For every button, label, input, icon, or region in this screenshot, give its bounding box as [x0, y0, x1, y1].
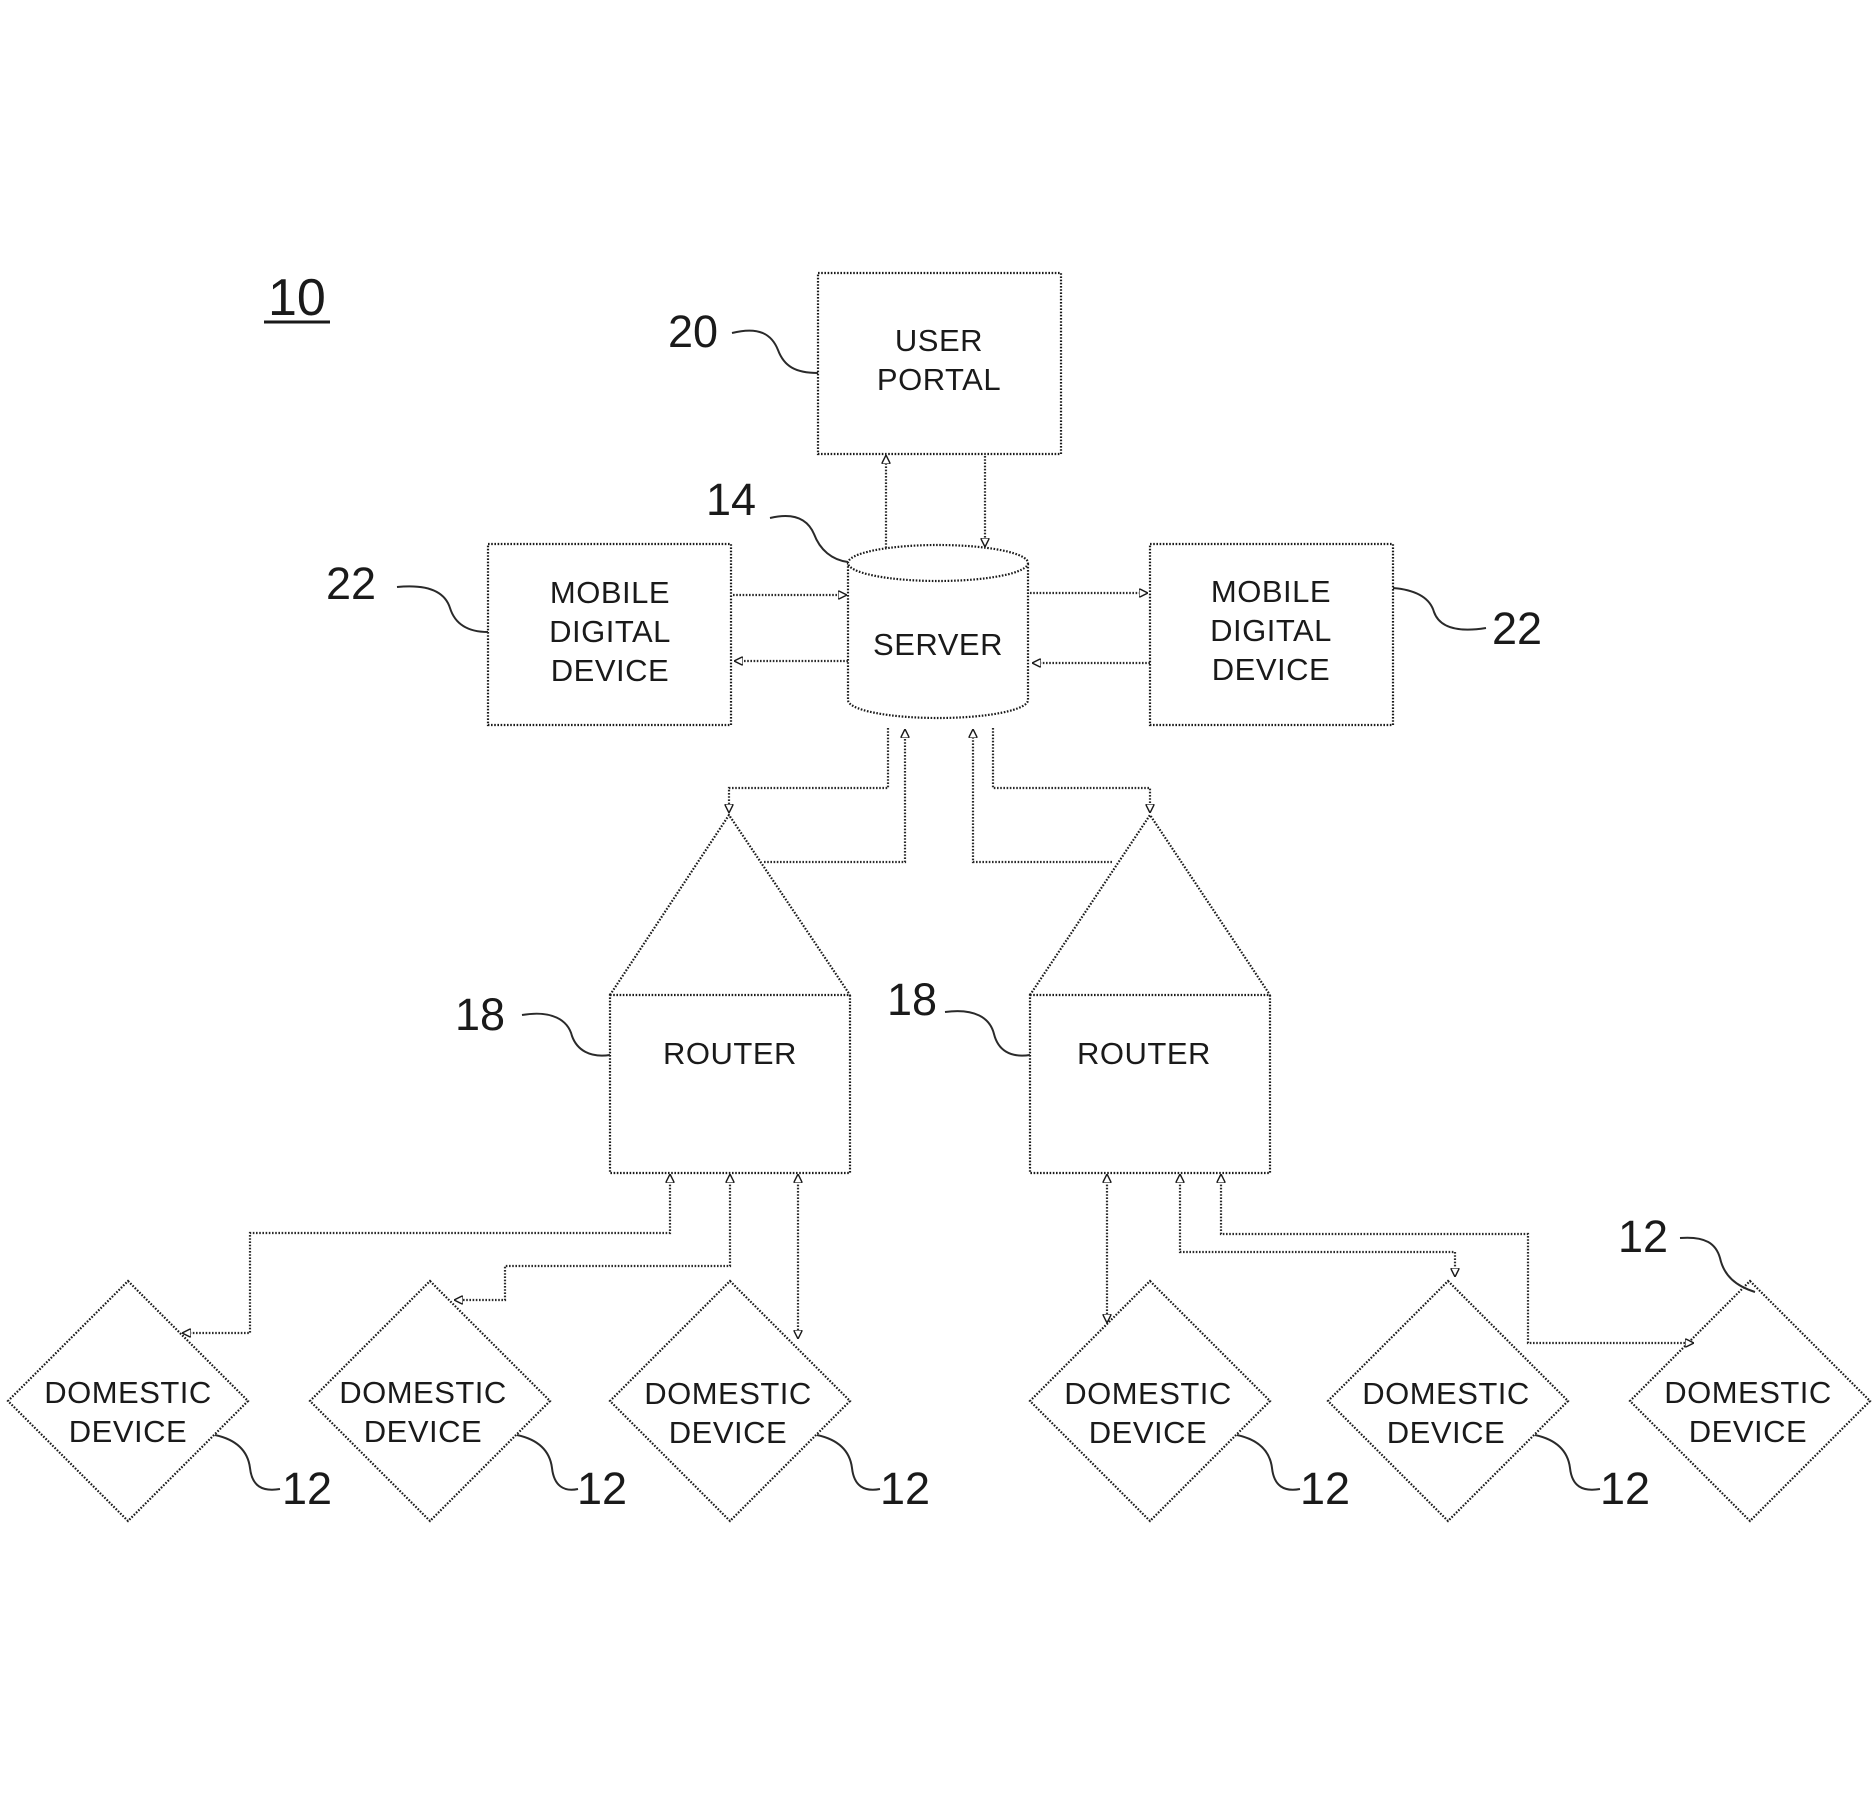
router-right-ref-number: 18 [887, 974, 937, 1025]
domestic-device-2-ref-number: 12 [577, 1463, 627, 1514]
user-portal-label-line1: USER [895, 323, 983, 358]
figure-number: 10 [268, 269, 326, 327]
domestic-device-2-line2: DEVICE [364, 1414, 482, 1449]
domestic-device-3: DOMESTIC DEVICE [608, 1279, 852, 1523]
router-right-box [1028, 993, 1272, 1175]
domestic-device-2-leader [516, 1434, 579, 1491]
mobile-device-left-ref-number: 22 [326, 558, 376, 609]
mobile-device-right-box [1148, 542, 1395, 727]
router-left-roof [609, 813, 851, 996]
domestic-device-3-line1: DOMESTIC [644, 1376, 812, 1411]
domestic-device-3-line2: DEVICE [669, 1415, 787, 1450]
router-right-roof [1029, 813, 1271, 996]
user-portal-box [816, 271, 1063, 456]
server-ref-number: 14 [706, 474, 756, 525]
domestic-device-1-ref-number: 12 [282, 1463, 332, 1514]
domestic-device-1: DOMESTIC DEVICE [6, 1279, 250, 1523]
mobile-device-left-box [486, 542, 733, 727]
router-left-to-device-2-link [455, 1175, 730, 1300]
server-to-router-right-link [991, 728, 1150, 812]
mobile-device-left-line2: DIGITAL [549, 614, 671, 649]
domestic-device-4: DOMESTIC DEVICE [1028, 1279, 1272, 1523]
domestic-device-6-leader [1679, 1236, 1756, 1293]
mobile-device-left-line3: DEVICE [551, 653, 669, 688]
domestic-device-6-line1: DOMESTIC [1664, 1375, 1832, 1410]
mobile-device-right-line3: DEVICE [1212, 652, 1330, 687]
mobile-device-left-leader [396, 585, 489, 633]
server-cylinder [846, 563, 1030, 720]
router-right-to-server-link [973, 730, 1112, 864]
mobile-device-right-line2: DIGITAL [1210, 613, 1332, 648]
server: SERVER [846, 543, 1030, 720]
router-right-to-device-5-link [1180, 1175, 1455, 1276]
domestic-device-5: DOMESTIC DEVICE [1326, 1279, 1570, 1523]
router-right-leader [944, 1010, 1031, 1057]
domestic-device-1-line1: DOMESTIC [44, 1375, 212, 1410]
router-left-box [608, 993, 852, 1175]
router-right-to-device-6-link [1221, 1175, 1693, 1343]
domestic-device-3-ref-number: 12 [880, 1463, 930, 1514]
server-leader [769, 515, 849, 563]
mobile-device-left: MOBILE DIGITAL DEVICE [486, 542, 733, 727]
mobile-device-right-ref-number: 22 [1492, 603, 1542, 654]
server-label: SERVER [873, 627, 1003, 662]
router-left-label: ROUTER [663, 1036, 797, 1071]
domestic-device-2-diamond [308, 1279, 552, 1523]
router-left-leader [521, 1012, 611, 1057]
domestic-device-4-line2: DEVICE [1089, 1415, 1207, 1450]
domestic-device-5-ref-number: 12 [1600, 1463, 1650, 1514]
domestic-device-6-line2: DEVICE [1689, 1414, 1807, 1449]
domestic-device-6: DOMESTIC DEVICE [1628, 1279, 1872, 1523]
server-to-router-left-link [729, 728, 890, 812]
mobile-device-right-leader [1392, 587, 1487, 631]
mobile-device-left-line1: MOBILE [550, 575, 670, 610]
domestic-device-3-leader [816, 1434, 881, 1491]
domestic-device-5-line1: DOMESTIC [1362, 1376, 1530, 1411]
domestic-device-1-leader [214, 1434, 281, 1491]
router-right: ROUTER [1028, 813, 1272, 1175]
domestic-device-3-diamond [608, 1279, 852, 1523]
router-left-ref-number: 18 [455, 989, 505, 1040]
domestic-device-4-line1: DOMESTIC [1064, 1376, 1232, 1411]
server-cylinder-top [846, 543, 1030, 583]
domestic-device-1-diamond [6, 1279, 250, 1523]
domestic-device-2: DOMESTIC DEVICE [308, 1279, 552, 1523]
mobile-device-right-line1: MOBILE [1211, 574, 1331, 609]
domestic-device-5-line2: DEVICE [1387, 1415, 1505, 1450]
domestic-device-4-leader [1236, 1434, 1301, 1491]
user-portal: USER PORTAL [816, 271, 1063, 456]
domestic-device-6-ref-number: 12 [1618, 1211, 1668, 1262]
domestic-device-4-diamond [1028, 1279, 1272, 1523]
domestic-device-2-line1: DOMESTIC [339, 1375, 507, 1410]
user-portal-ref-number: 20 [668, 306, 718, 357]
router-left: ROUTER [608, 813, 852, 1175]
router-right-label: ROUTER [1077, 1036, 1211, 1071]
user-portal-leader [731, 329, 819, 374]
router-left-to-server-link [764, 730, 905, 864]
user-portal-label-line2: PORTAL [877, 362, 1001, 397]
mobile-device-right: MOBILE DIGITAL DEVICE [1148, 542, 1395, 727]
domestic-device-1-line2: DEVICE [69, 1414, 187, 1449]
domestic-device-4-ref-number: 12 [1300, 1463, 1350, 1514]
domestic-device-5-leader [1534, 1434, 1601, 1491]
